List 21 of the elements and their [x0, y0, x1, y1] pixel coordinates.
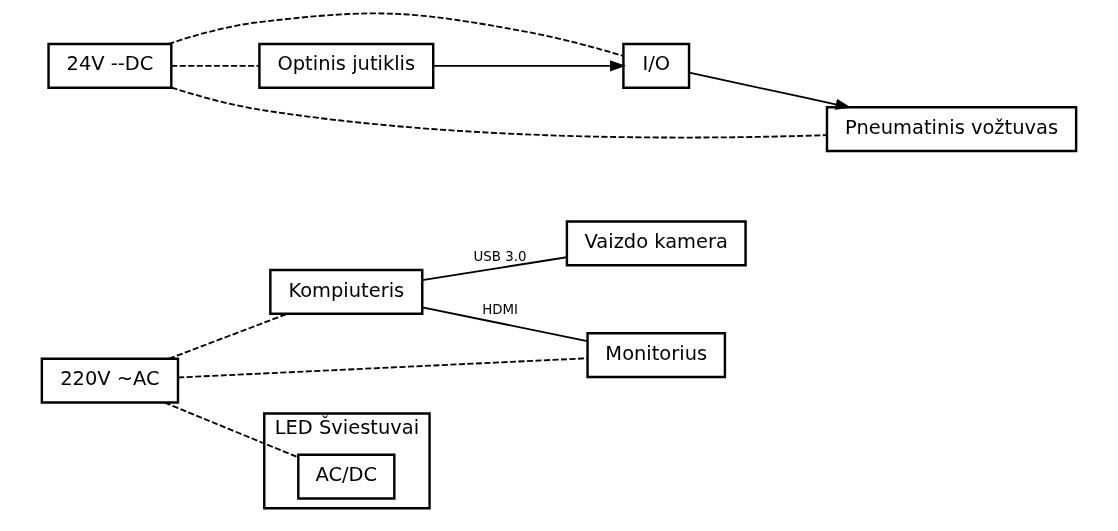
- edge-label: USB 3.0: [473, 249, 527, 265]
- node-box: Optinis jutiklis: [258, 42, 435, 89]
- node-box: Kompiuteris: [269, 268, 424, 315]
- connector: [170, 86, 828, 139]
- connector: [170, 64, 260, 67]
- node-box: 220V ~AC: [40, 357, 180, 404]
- node-box: Pneumatinis vožtuvas: [825, 105, 1078, 153]
- connector: [163, 401, 299, 459]
- node-box: AC/DC: [297, 453, 396, 500]
- connector: [177, 357, 589, 379]
- connector: [168, 312, 289, 360]
- node-box: 24V --DC: [47, 42, 173, 89]
- connector: [421, 306, 589, 343]
- arrow: [688, 71, 852, 110]
- edge-label: HDMI: [482, 301, 518, 317]
- connector: [421, 256, 568, 281]
- node-box: Vaizdo kamera: [565, 220, 747, 267]
- arrow: [432, 60, 626, 72]
- node-box: Monitorius: [586, 332, 727, 379]
- node-box: I/O: [622, 42, 691, 89]
- connector: [167, 12, 625, 57]
